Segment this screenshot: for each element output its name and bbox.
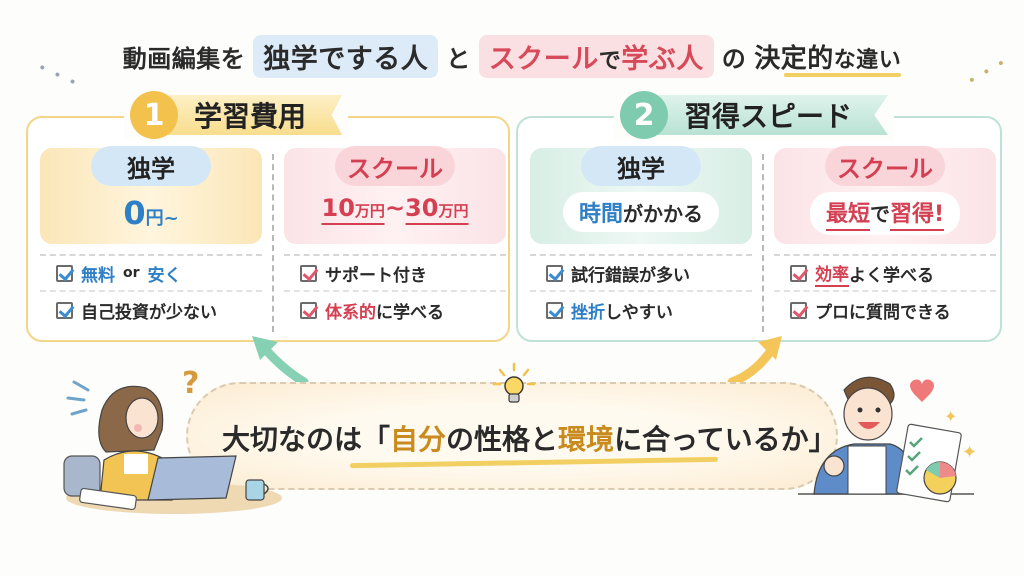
checkbox-checked-icon [546,301,563,319]
message-mid: の性格と [446,423,559,456]
item-text: or [123,265,140,281]
cost-max: 30万円 [405,194,469,225]
item-text: に学べる [376,302,444,323]
title-part1: 動画編集を [122,44,246,73]
checkbox-checked-icon [790,264,807,282]
checkbox-checked-icon [300,301,317,319]
title-self-study-highlight: 独学でする人 [253,34,439,78]
section-ribbon: 1 学習費用 [124,90,349,140]
self-study-list: 無料 or 安く 自己投資が少ない [40,254,262,328]
section-ribbon: 2 習得スピード [614,90,895,140]
school-column: スクール 最短 で 習得! 効率よく学べる プロに質問できる [774,146,996,328]
message-post: に合っているか」 [614,423,837,456]
woman-thinking-illustration [63,380,282,514]
title-school-highlight: スクールで学ぶ人 [478,34,714,78]
self-study-column: 独学 時間 がかかる 試行錯誤が多い 挫折しやすい [530,146,752,328]
message-highlight-self: 自分 [390,423,447,456]
title-emphasis: 決定的な違い [754,38,902,77]
checkbox-checked-icon [56,301,73,319]
school-list: サポート付き 体系的に学べる [284,254,506,328]
cost-unit: 円~ [145,208,179,229]
section-learning-cost: 1 学習費用 独学 0 円~ 無料 or 安く 自己投資が少ない ス [26,90,510,342]
section-heading: 学習費用 [168,95,343,135]
item-highlight: 無料 [81,265,115,286]
cost-min: 10万円 [321,194,385,225]
speed-highlight: 習得! [889,196,945,231]
school-speed: 最短 で 習得! [809,192,961,235]
checkbox-checked-icon [790,301,807,319]
speed-highlight: 時間 [578,202,624,227]
man-with-clipboard-illustration: ✦ ✦ [798,376,977,503]
cost-min-number: 10 [321,194,355,222]
list-item: 効率よく学べる [774,256,996,292]
item-highlight: 挫折 [571,302,605,323]
list-item: サポート付き [284,256,506,292]
title-connector: と [446,44,471,73]
school-tag: スクール [335,146,455,186]
checkbox-checked-icon [546,264,563,282]
section-number-badge: 2 [620,91,668,139]
school-list: 効率よく学べる プロに質問できる [774,254,996,328]
checkbox-checked-icon [56,264,73,282]
item-text: プロに質問できる [815,302,951,323]
title-school-a: スクール [488,43,599,75]
sparkle-icon: ✦ [944,407,957,426]
title-part3: な違い [833,47,902,73]
page-title: 動画編集を 独学でする人 と スクールで学ぶ人 の 決定的な違い [0,34,1024,78]
speed-text: で [869,202,890,226]
lightbulb-icon [492,362,536,403]
self-study-list: 試行錯誤が多い 挫折しやすい [530,254,752,328]
item-text: しやすい [605,302,673,323]
section-heading: 習得スピード [658,95,889,135]
list-item: 体系的に学べる [284,292,506,328]
section-number-badge: 1 [130,91,178,139]
speed-highlight: 最短 [825,196,870,231]
list-item: プロに質問できる [774,292,996,328]
sparkle-icon: ✦ [962,442,977,463]
self-study-speed: 時間 がかかる [562,192,720,232]
self-study-tag: 独学 [581,146,701,186]
column-divider [272,154,274,332]
list-item: 挫折しやすい [530,292,752,328]
item-text: 試行錯誤が多い [571,265,690,286]
cost-separator: ~ [384,194,406,222]
self-study-cost: 0 円~ [123,194,178,232]
cost-max-unit: 万円 [438,202,469,220]
arrow-up-left-icon [252,336,309,387]
self-study-column: 独学 0 円~ 無料 or 安く 自己投資が少ない [40,146,262,328]
checkbox-checked-icon [300,264,317,282]
list-item: 試行錯誤が多い [530,256,752,292]
cost-min-unit: 万円 [354,202,385,220]
self-study-card: 独学 時間 がかかる [530,146,752,244]
section-learning-speed: 2 習得スピード 独学 時間 がかかる 試行錯誤が多い 挫折しやすい スクール [516,90,1002,342]
cost-number: 0 [123,194,146,232]
self-study-card: 独学 0 円~ [40,146,262,244]
arrow-up-right-icon [727,336,782,387]
item-text: サポート付き [325,265,427,286]
school-cost: 10万円 ~ 30万円 [321,194,469,225]
list-item: 無料 or 安く [40,256,262,292]
item-highlight: 効率 [815,260,849,287]
title-part2: の [721,44,747,73]
school-column: スクール 10万円 ~ 30万円 サポート付き 体系的に学べる [284,146,506,328]
item-text: よく学べる [849,265,934,286]
school-tag: スクール [825,146,945,186]
speed-text: がかかる [623,202,704,226]
list-item: 自己投資が少ない [40,292,262,328]
self-study-tag: 独学 [91,146,211,186]
message-pre: 大切なのは「 [222,423,391,456]
column-divider [762,154,764,332]
item-highlight: 体系的 [325,302,376,323]
message-highlight-environment: 環境 [558,423,615,456]
key-message: 大切なのは「自分の性格と環境に合っているか」 [222,418,837,458]
item-text: 自己投資が少ない [81,302,217,323]
title-school-c: 学ぶ人 [621,43,704,75]
school-card: スクール 最短 で 習得! [774,146,996,244]
cost-max-number: 30 [405,194,439,222]
title-emphasis-text: 決定的 [754,43,834,74]
item-highlight: 安く [147,265,182,286]
question-mark-icon: ? [182,366,200,401]
title-school-b: で [598,48,622,74]
school-card: スクール 10万円 ~ 30万円 [284,146,506,244]
